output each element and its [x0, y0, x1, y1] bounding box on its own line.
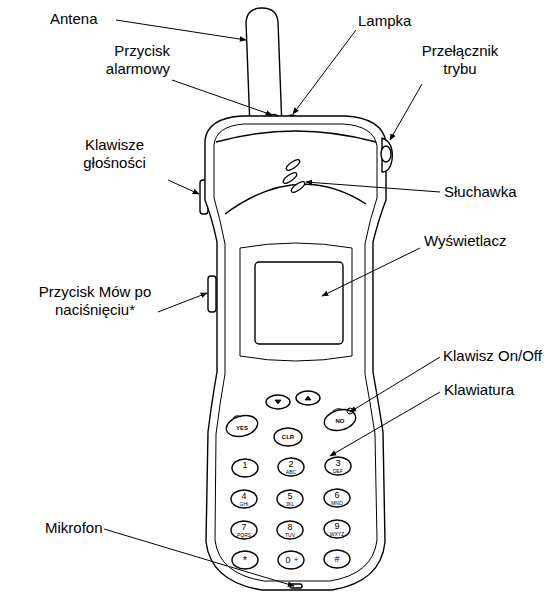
key-legend: CLR: [282, 434, 294, 440]
up-key: [296, 391, 320, 405]
key-legend: GHI: [240, 502, 249, 507]
key-legend: JKL: [286, 502, 295, 507]
phone-body: [205, 116, 386, 590]
ptt-button: [208, 276, 216, 312]
part-label: Klawiatura: [444, 381, 544, 399]
key-legend: DEF: [333, 469, 343, 474]
key-legend: 7: [241, 523, 246, 532]
part-label: Klawisz On/Off: [443, 347, 549, 365]
display-bezel: [240, 243, 352, 361]
key-legend: +: [294, 556, 298, 563]
key-legend: 4: [241, 492, 246, 501]
earpiece-slits: [282, 158, 307, 194]
key-legend: 0: [285, 556, 290, 565]
keypad: [231, 457, 351, 569]
part-label: Słuchawka: [444, 183, 544, 201]
part-label: Wyświetlacz: [424, 232, 534, 250]
antenna: [246, 8, 282, 128]
part-label: Klawisze głośności: [62, 136, 167, 172]
key-legend: 6: [334, 491, 339, 500]
display: [255, 262, 343, 344]
key-legend: 1: [242, 461, 247, 470]
part-label: Mikrofon: [45, 519, 125, 537]
key-legend: #: [334, 555, 339, 564]
key-legend: 5: [287, 492, 292, 501]
key-legend: 2: [288, 460, 293, 469]
clr-key: [274, 428, 302, 446]
key-legend: MNO: [331, 501, 343, 506]
key-legend: PQRS: [237, 533, 251, 538]
key-legend: 8: [287, 523, 292, 532]
key-legend: TUV: [285, 533, 295, 538]
key-legend: NO: [336, 418, 345, 424]
key-legend: 9: [334, 522, 339, 531]
mode-switch-housing: [382, 138, 392, 172]
key-legend: WXYZ: [330, 532, 344, 537]
key-legend: YES: [236, 425, 248, 431]
part-label: Przycisk alarmowy: [70, 42, 170, 78]
leader-lines: [104, 20, 440, 586]
part-label: Antena: [50, 10, 120, 28]
part-label: Przycisk Mów po naciśnięciu*: [30, 283, 160, 319]
down-arrow: [275, 400, 281, 404]
part-label: Przełącznik trybu: [410, 42, 510, 78]
part-label: Lampka: [358, 12, 438, 30]
up-arrow: [305, 396, 311, 400]
down-key: [266, 395, 290, 409]
yes-key: [224, 412, 260, 440]
handset-icon: [233, 416, 241, 418]
microphone: [290, 584, 302, 588]
phone-face: [214, 124, 377, 581]
key-legend: ABC: [286, 470, 296, 475]
mode-switch: [381, 146, 391, 162]
key-legend: 3: [335, 459, 340, 468]
key-legend: *: [243, 556, 247, 566]
visor: [216, 131, 376, 142]
handset-icon: [333, 409, 343, 411]
